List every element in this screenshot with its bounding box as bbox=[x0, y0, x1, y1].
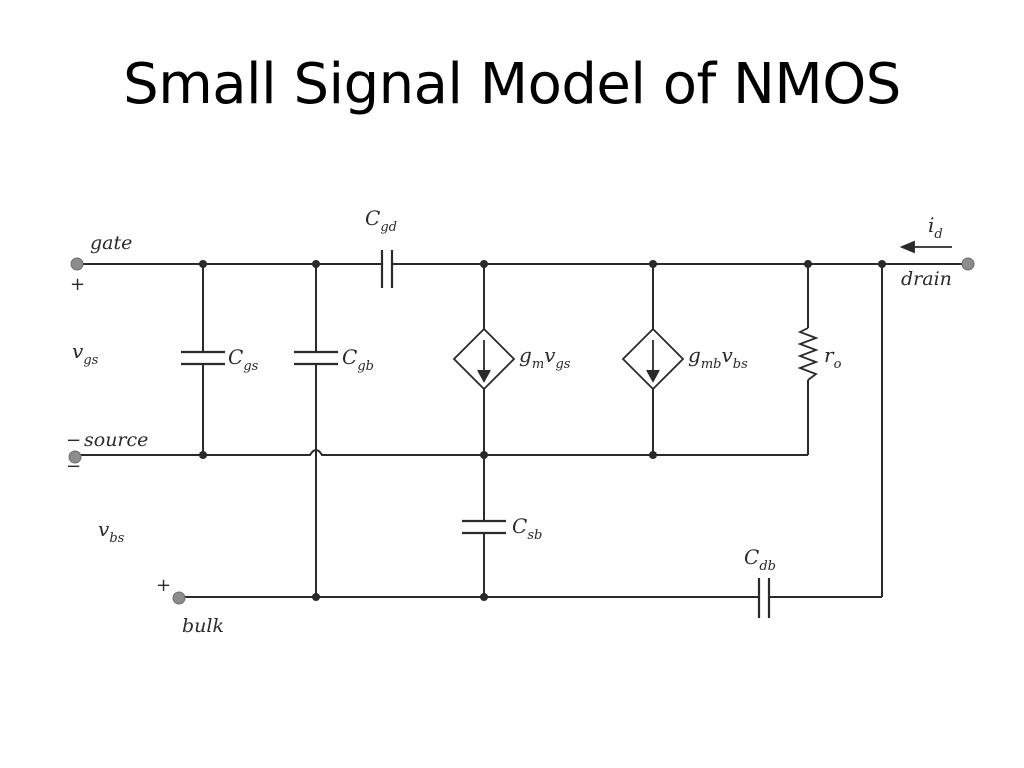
label-gm-vgs: gmvgs bbox=[519, 343, 571, 372]
label-bulk-minus: − bbox=[66, 456, 81, 477]
label-source: source bbox=[84, 429, 148, 451]
wire-source-rail bbox=[77, 449, 808, 456]
capacitor-cgd bbox=[380, 250, 394, 288]
resistor-ro bbox=[797, 327, 819, 381]
label-cgb: Cgb bbox=[342, 345, 374, 374]
label-cgd: Cgd bbox=[365, 206, 397, 235]
label-bulk-plus: + bbox=[156, 575, 171, 596]
label-vgs: vgs bbox=[72, 339, 99, 368]
label-cgs: Cgs bbox=[228, 345, 259, 374]
terminal-bulk bbox=[172, 591, 186, 605]
capacitors bbox=[181, 250, 771, 618]
label-ro: ro bbox=[824, 343, 842, 372]
terminal-gate bbox=[70, 257, 84, 271]
label-cdb: Cdb bbox=[744, 545, 776, 574]
label-gate: gate bbox=[90, 232, 132, 254]
current-sources bbox=[452, 327, 685, 391]
junction-dots bbox=[199, 260, 886, 601]
capacitor-cgb bbox=[294, 350, 338, 366]
terminal-drain bbox=[961, 257, 975, 271]
slide-title: Small Signal Model of NMOS bbox=[123, 52, 901, 117]
label-csb: Csb bbox=[512, 514, 542, 543]
terminal-source bbox=[68, 450, 82, 464]
label-vbs: vbs bbox=[98, 517, 125, 546]
drain-current-arrow bbox=[899, 240, 952, 254]
label-drain: drain bbox=[901, 268, 952, 290]
terminals bbox=[68, 257, 975, 605]
capacitor-cdb bbox=[757, 578, 771, 618]
label-bulk: bulk bbox=[182, 615, 224, 637]
current-source-gm bbox=[452, 327, 516, 391]
wires bbox=[77, 263, 968, 598]
label-source-minus: − bbox=[66, 430, 81, 451]
label-gate-plus: + bbox=[70, 274, 85, 295]
label-gmb-vbs: gmbvbs bbox=[688, 343, 748, 372]
capacitor-cgs bbox=[181, 350, 225, 366]
label-id: id bbox=[928, 213, 943, 242]
current-source-gmb bbox=[621, 327, 685, 391]
capacitor-csb bbox=[462, 519, 506, 535]
